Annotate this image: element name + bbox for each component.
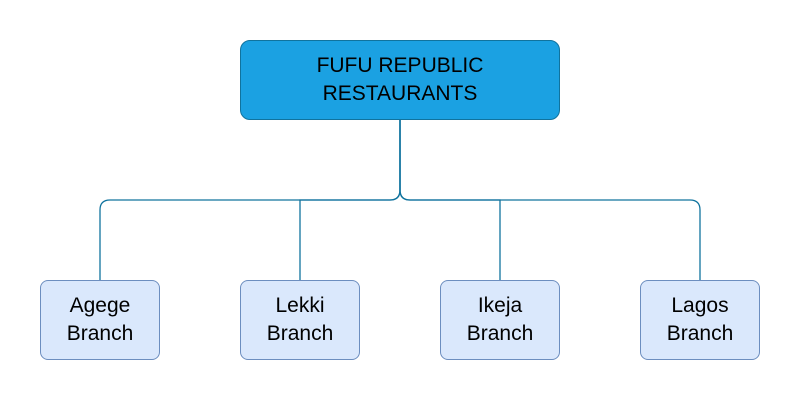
branch-label-line-2: Branch <box>66 322 134 345</box>
branch-node-label: Lekki Branch <box>267 292 334 348</box>
branch-node-ikeja[interactable]: Ikeja Branch <box>440 280 560 360</box>
branch-node-label: Ikeja Branch <box>467 292 534 348</box>
root-node-fufu-republic[interactable]: FUFU REPUBLIC RESTAURANTS <box>240 40 560 120</box>
connector-root-lekki <box>299 120 401 280</box>
branch-node-label: Agege Branch <box>67 292 134 348</box>
branch-label-line-1: Lagos <box>671 294 729 317</box>
root-label-line-1: FUFU REPUBLIC <box>316 54 484 77</box>
branch-label-line-2: Branch <box>666 322 734 345</box>
root-node-label: FUFU REPUBLIC RESTAURANTS <box>317 52 484 108</box>
branch-label-line-1: Lekki <box>275 294 325 317</box>
branch-label-line-2: Branch <box>466 322 534 345</box>
branch-node-lekki[interactable]: Lekki Branch <box>240 280 360 360</box>
connector-root-lagos <box>399 120 701 280</box>
branch-node-lagos[interactable]: Lagos Branch <box>640 280 760 360</box>
branch-label-line-2: Branch <box>266 322 334 345</box>
branch-label-line-1: Ikeja <box>477 294 523 317</box>
branch-label-line-1: Agege <box>69 294 131 317</box>
root-label-line-2: RESTAURANTS <box>322 82 478 105</box>
branch-node-label: Lagos Branch <box>667 292 734 348</box>
branch-node-agege[interactable]: Agege Branch <box>40 280 160 360</box>
